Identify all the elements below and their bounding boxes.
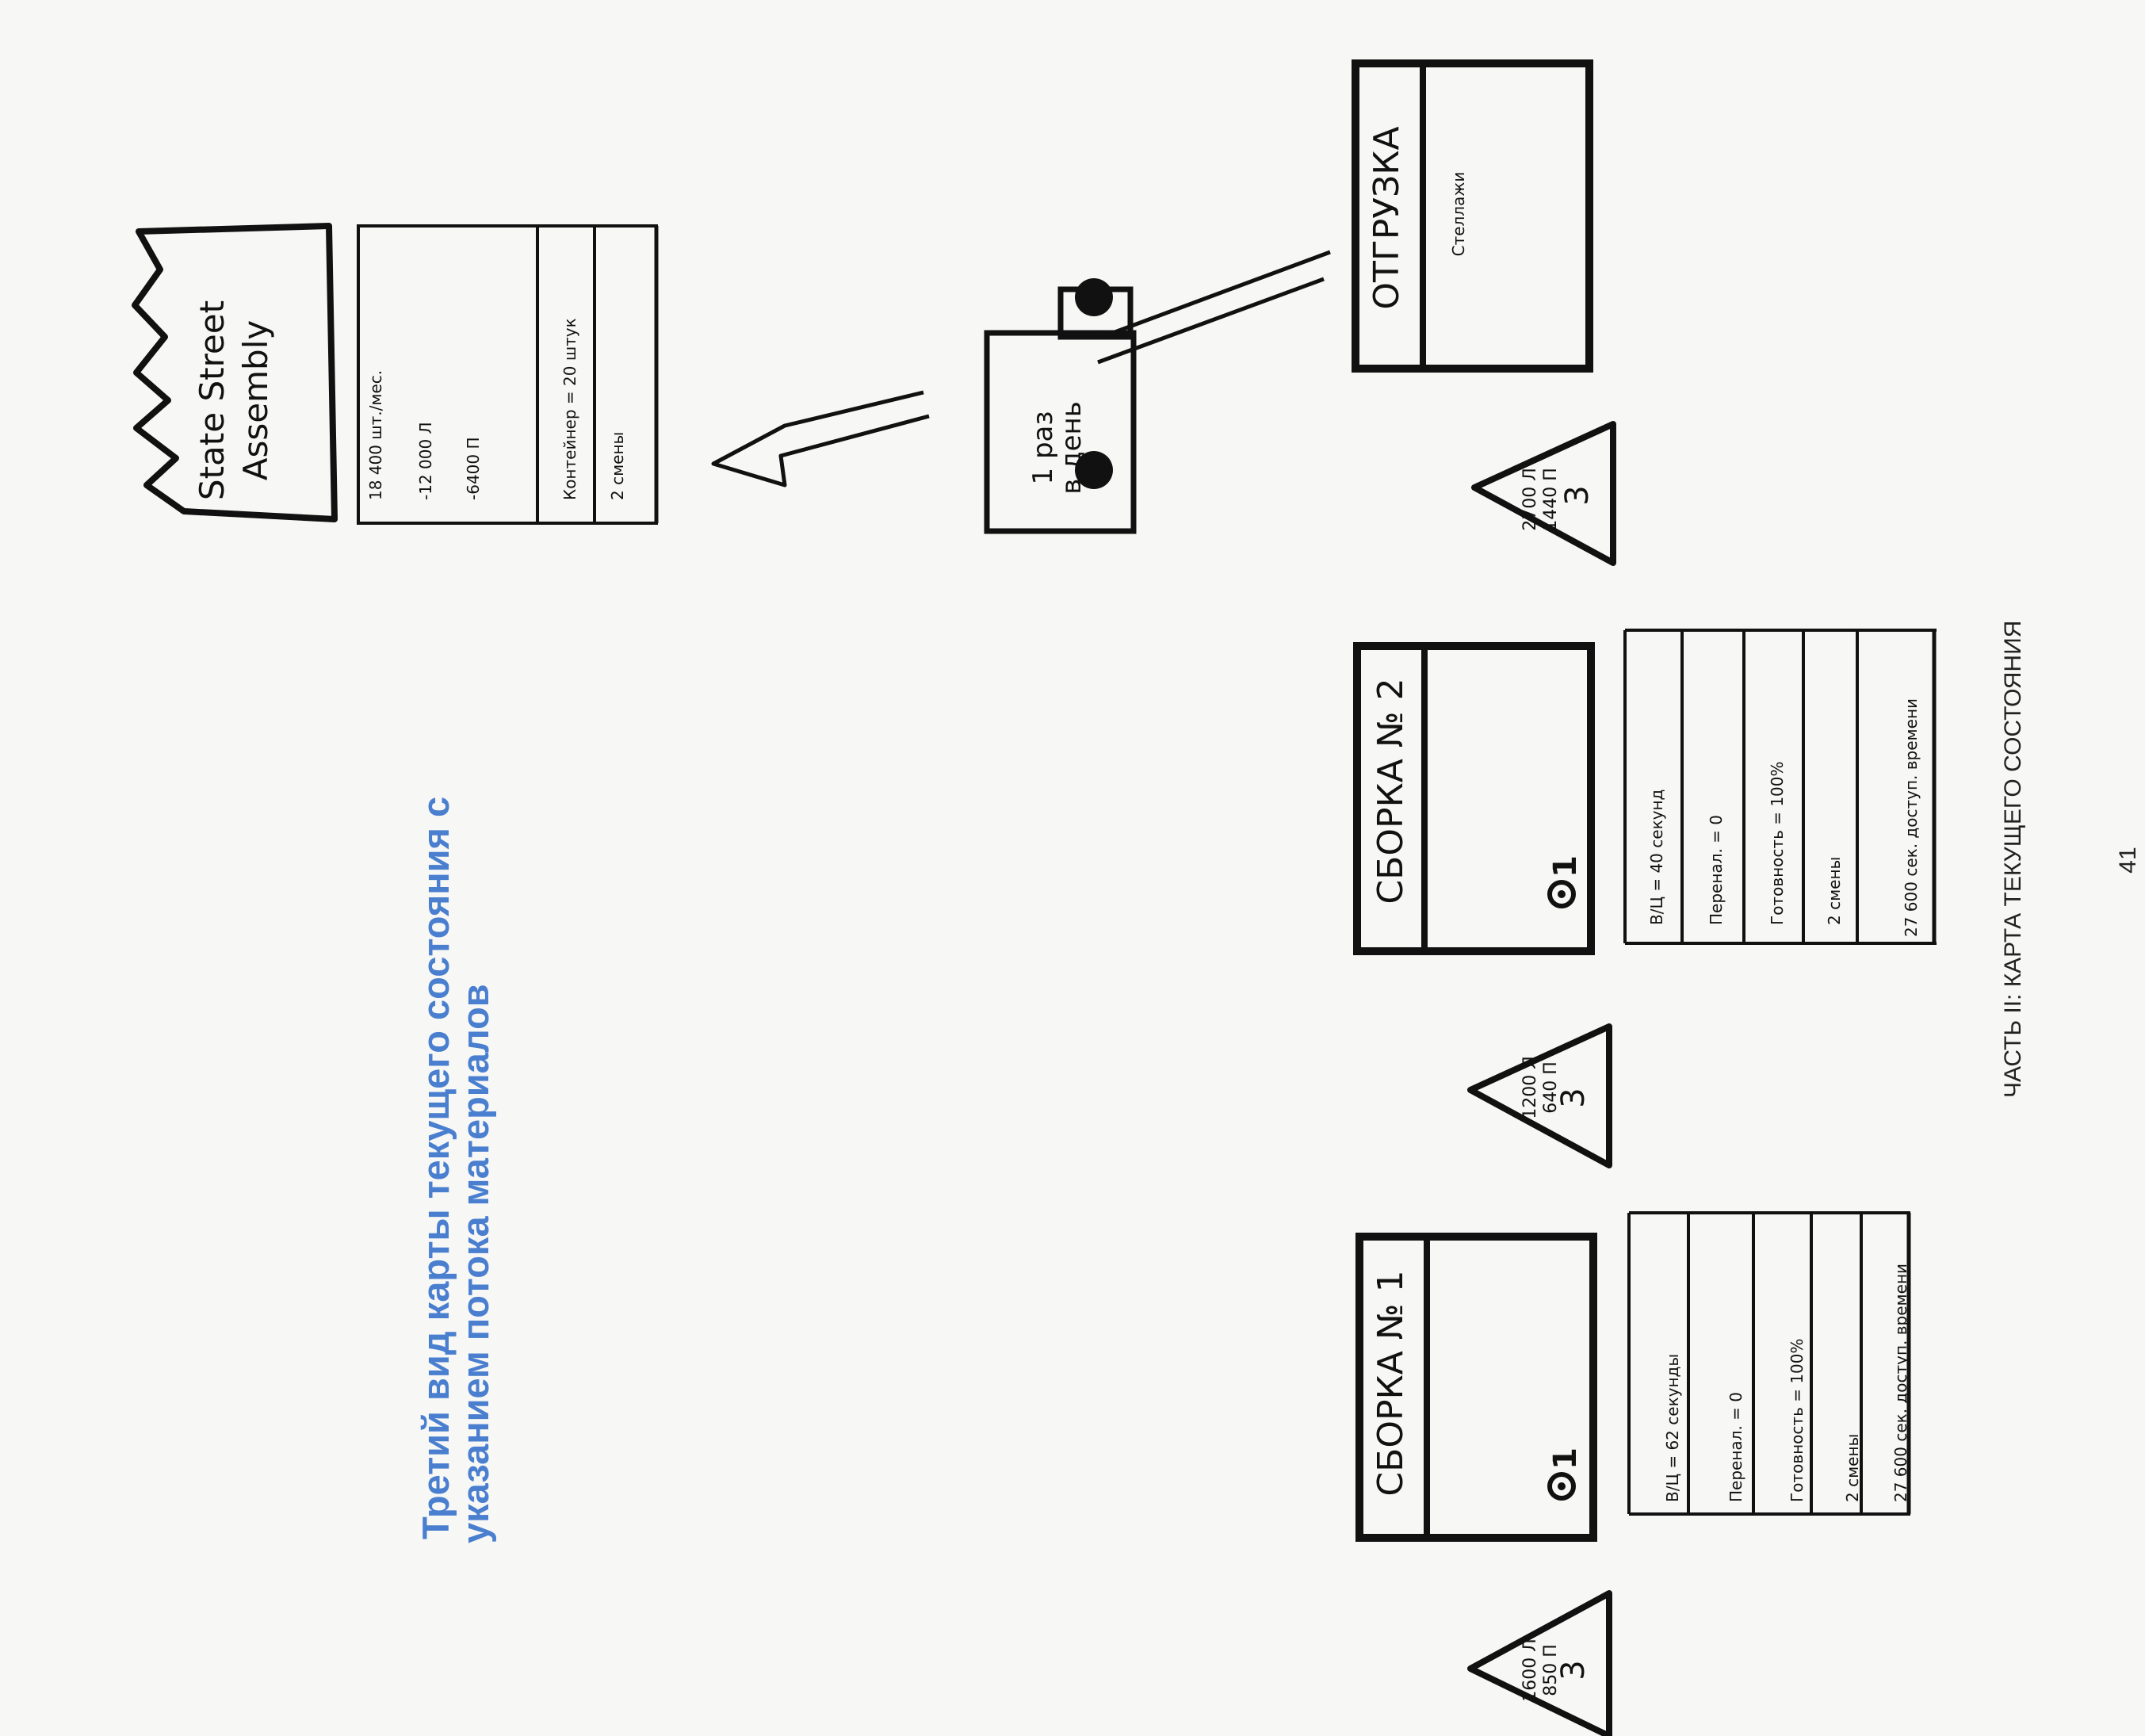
process-2-shifts: 2 смены: [1825, 856, 1844, 925]
process-2-uptime: Готовность = 100%: [1768, 761, 1787, 925]
shipping-label: Стеллажи: [1449, 171, 1468, 257]
process-1-data-table: [1627, 1211, 1911, 1516]
inventory-1-left: 1600 Л: [1520, 1638, 1540, 1702]
inventory-3-right: 1440 П: [1541, 468, 1561, 531]
inventory-2-right: 640 П: [1541, 1061, 1561, 1114]
customer-name-line-1: State Street: [193, 300, 231, 501]
page-number: 41: [2115, 847, 2141, 874]
inventory-3-quantities: 2700 Л 1440 П: [1520, 460, 1563, 539]
process-2-available-time: 27 600 сек. доступ. времени: [1902, 698, 1921, 937]
process-1-changeover: Перенал. = 0: [1726, 1391, 1745, 1502]
inventory-triangle-1: [1467, 1590, 1612, 1736]
process-2-operator-count: 1: [1547, 855, 1584, 878]
process-2-title: СБОРКА № 2: [1371, 678, 1411, 904]
process-1-operator-count: 1: [1547, 1447, 1584, 1470]
shipping-box: [1352, 59, 1593, 373]
customer-container: Контейнер = 20 штук: [560, 318, 579, 500]
shipment-arrow: [711, 250, 1331, 488]
process-1-uptime: Готовность = 100%: [1788, 1338, 1807, 1502]
factory-icon: [132, 223, 338, 522]
customer-data-1: 18 400 шт./мес.: [366, 369, 385, 500]
customer-data-3: -6400 П: [464, 437, 483, 500]
customer-data-2: -12 000 Л: [416, 422, 435, 500]
process-1-shifts: 2 смены: [1843, 1433, 1862, 1502]
section-title-line-2: указанием потока материалов: [454, 984, 496, 1543]
process-1-available-time: 27 600 сек. доступ. времени: [1891, 1263, 1910, 1502]
running-header: ЧАСТЬ II: КАРТА ТЕКУЩЕГО СОСТОЯНИЯ: [2000, 620, 2026, 1098]
customer-shifts: 2 смены: [608, 431, 627, 500]
truck-icon: [984, 278, 1137, 534]
process-1-cycle-time: В/Ц = 62 секунды: [1663, 1353, 1682, 1502]
inventory-2-left: 1200 Л: [1520, 1056, 1540, 1119]
customer-name-line-2: Assembly: [236, 319, 275, 481]
inventory-1-right: 850 П: [1541, 1644, 1561, 1696]
truck-frequency: 1 раз в день: [1027, 369, 1092, 527]
inventory-3-symbol: 3: [1559, 485, 1596, 506]
customer-data-table: [357, 224, 659, 525]
inventory-triangle-2: [1467, 1023, 1612, 1168]
process-2-data-table: [1623, 629, 1937, 945]
process-2-changeover: Перенал. = 0: [1707, 814, 1726, 925]
shipping-title: ОТГРУЗКА: [1367, 126, 1407, 310]
inventory-1-quantities: 1600 Л 850 П: [1520, 1631, 1563, 1710]
inventory-triangle-3: [1471, 421, 1616, 566]
process-1-box: [1355, 1233, 1597, 1542]
truck-line-2: в день: [1056, 401, 1088, 495]
process-2-cycle-time: В/Ц = 40 секунд: [1647, 789, 1666, 925]
process-2-box: [1353, 642, 1595, 955]
customer-name: State Street Assembly: [190, 281, 277, 519]
truck-line-1: 1 раз: [1027, 411, 1059, 485]
inventory-2-quantities: 1200 Л 640 П: [1520, 1048, 1563, 1127]
process-1-title: СБОРКА № 1: [1371, 1270, 1411, 1497]
inventory-3-left: 2700 Л: [1520, 468, 1540, 531]
